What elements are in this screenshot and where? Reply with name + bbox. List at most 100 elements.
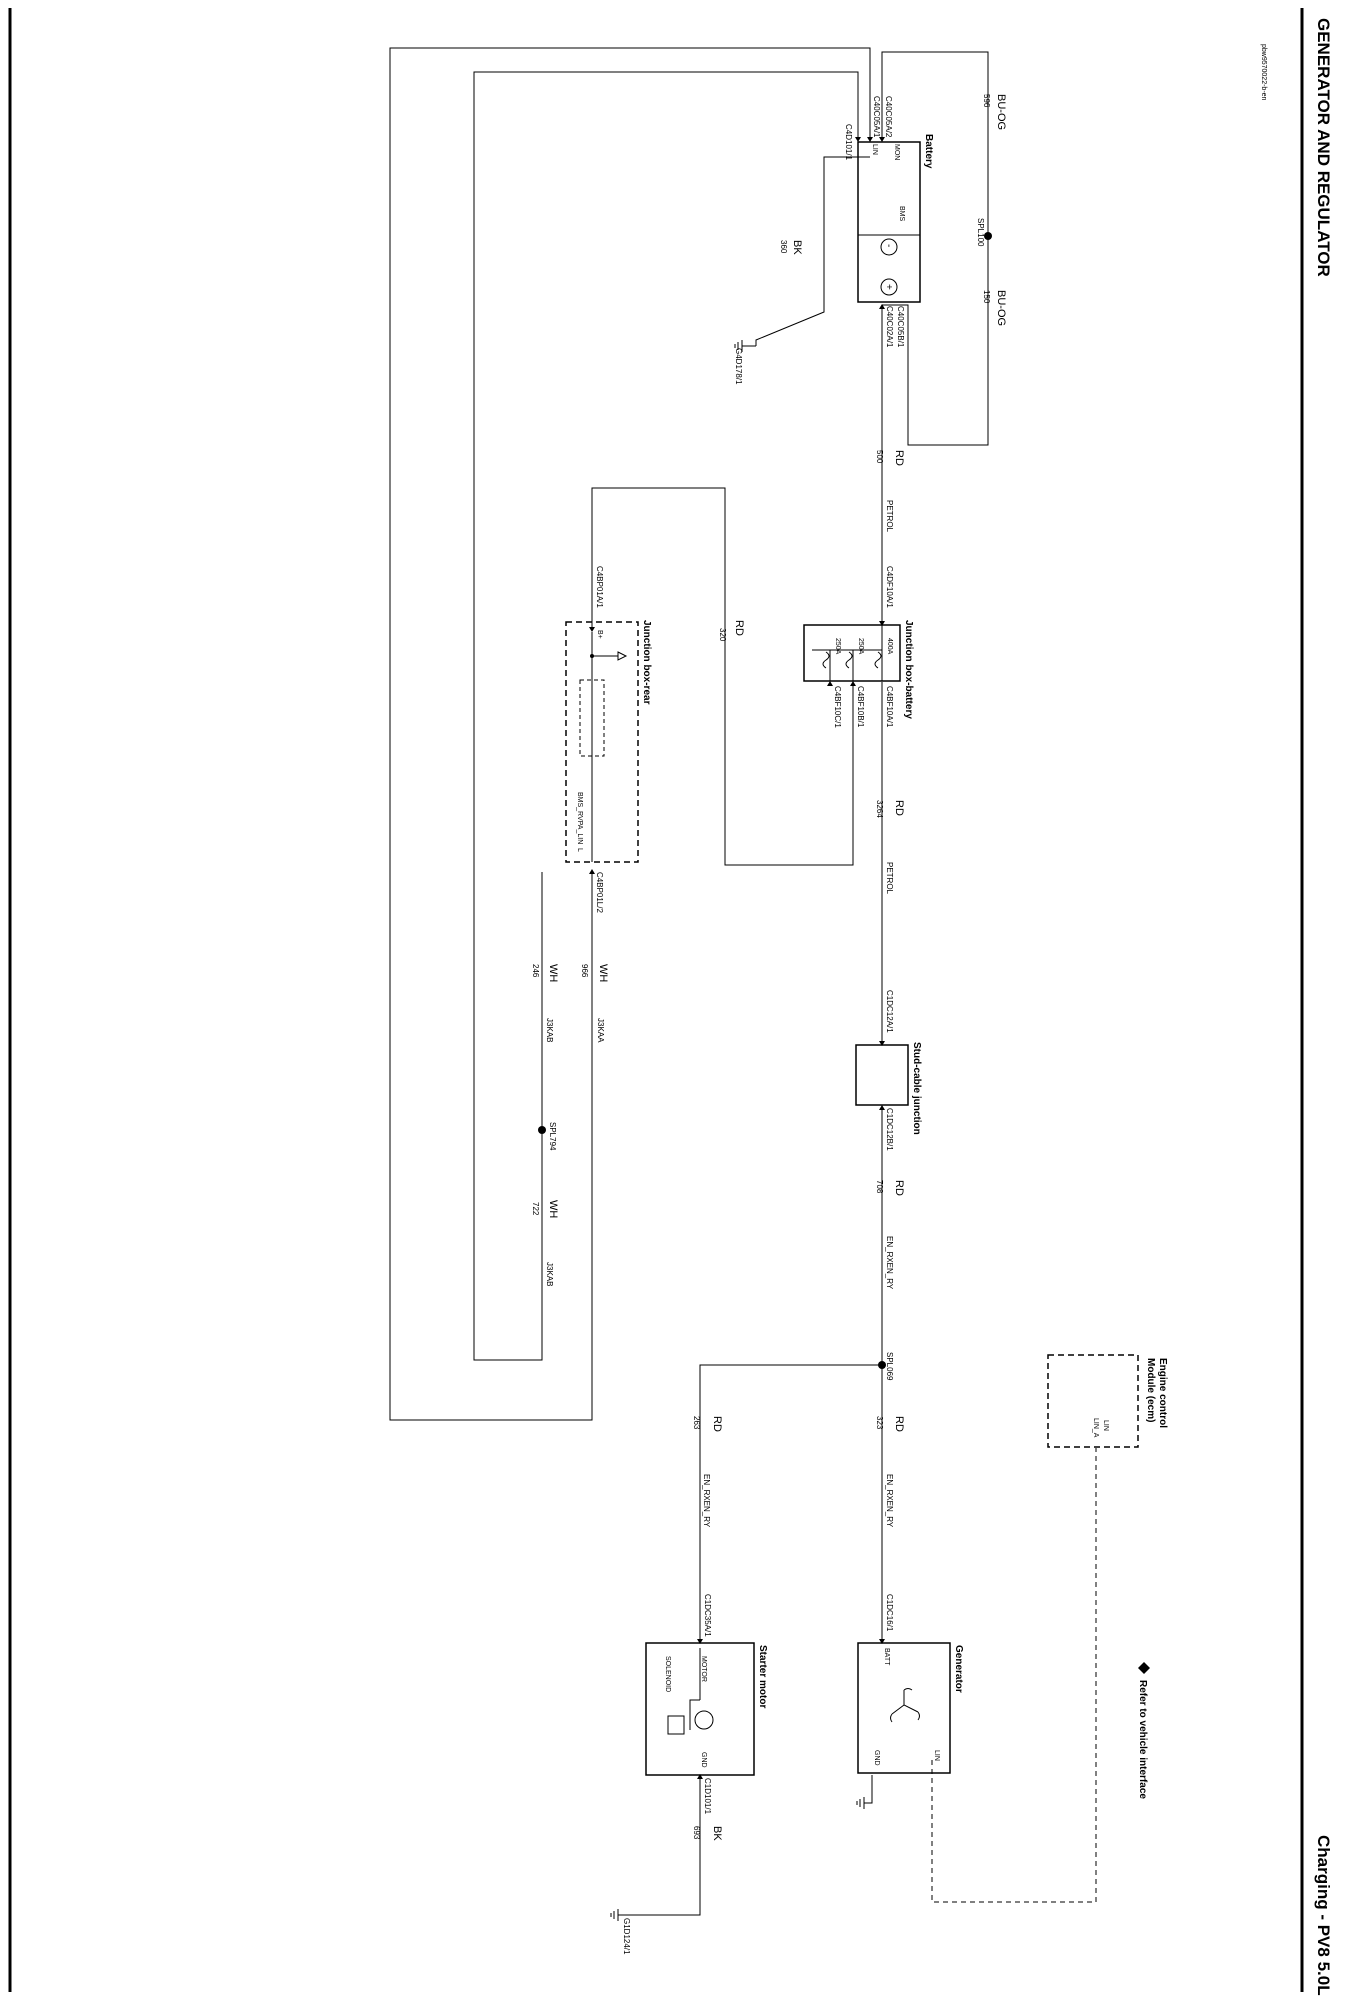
ground-symbol-g1d124 bbox=[610, 1909, 619, 1921]
label-spl794: SPL794 bbox=[548, 1122, 557, 1151]
label-c40c02a1: C40C02A/1 bbox=[885, 306, 894, 348]
label-c4bp01a1: C4BP01A/1 bbox=[595, 566, 604, 608]
wire-320-color: RD bbox=[733, 620, 745, 636]
wire-3264-circuit: 3264 bbox=[875, 800, 884, 818]
label-c4bp01l2: C4BP01L/2 bbox=[595, 872, 604, 913]
label-c1dc12a1: C1DC12A/1 bbox=[885, 990, 894, 1033]
battery-pin-lin: LIN bbox=[871, 144, 878, 155]
wire-708-color: RD bbox=[893, 1180, 905, 1196]
wire-320-circuit: 320 bbox=[718, 628, 727, 642]
wire-966-harness: J3KAA bbox=[596, 1018, 605, 1043]
ground-symbol-generator bbox=[856, 1797, 865, 1809]
diamond-icon bbox=[1138, 1662, 1150, 1674]
jb-battery-title: Junction box-battery bbox=[903, 620, 914, 719]
wire-596-color: BU-OG bbox=[995, 94, 1007, 130]
starter-pin-gnd: GND bbox=[700, 1752, 707, 1768]
wire-263-spec: EN_RXEN_RY bbox=[702, 1474, 711, 1528]
splice-spl069 bbox=[878, 1361, 886, 1369]
wire-708-circuit: 708 bbox=[875, 1180, 884, 1194]
section-title: Charging - PV8 5.0L bbox=[1314, 1835, 1333, 1996]
battery-box: Battery MON LIN BMS - + bbox=[857, 134, 934, 303]
wire-323-circuit: 323 bbox=[875, 1416, 884, 1430]
label-c4d101: C4D101/1 bbox=[844, 124, 853, 161]
battery-pos: + bbox=[883, 284, 894, 290]
wire-labels: BU-OG 596 BU-OG 150 BK 360 RD 500 PETROL… bbox=[531, 94, 1007, 1841]
wire-263-circuit: 263 bbox=[692, 1416, 701, 1430]
wire-246-circuit: 246 bbox=[531, 964, 540, 978]
jb-rear-pin-l: L bbox=[576, 848, 583, 852]
fuse-250a-1: 250A bbox=[857, 638, 864, 655]
wire-323-spec: EN_RXEN_RY bbox=[885, 1474, 894, 1528]
wire-966-color: WH bbox=[597, 964, 609, 982]
label-spl069: SPL069 bbox=[885, 1352, 894, 1381]
wire-150-circuit: 150 bbox=[982, 290, 991, 304]
label-c40c05b1: C40C05B/1 bbox=[896, 306, 905, 348]
jb-rear-title: Junction box-rear bbox=[641, 620, 652, 705]
battery-neg: - bbox=[883, 244, 894, 247]
label-c4bf10c1: C4BF10C/1 bbox=[833, 686, 842, 728]
generator-pin-gnd: GND bbox=[873, 1750, 880, 1766]
stud-cable-junction: Stud-cable junction bbox=[855, 1042, 922, 1135]
label-c1dc12b1: C1DC12B/1 bbox=[885, 1108, 894, 1151]
legend: Refer to vehicle interface bbox=[1137, 1662, 1150, 1799]
ecm-title-2: Module (ecm) bbox=[1145, 1358, 1156, 1422]
wire-263-color: RD bbox=[711, 1416, 723, 1432]
label-c1dc35a: C1DC35A/1 bbox=[703, 1594, 712, 1637]
ecm-pin-lin: LIN bbox=[1102, 1420, 1109, 1431]
battery-pin-bms: BMS bbox=[898, 206, 905, 222]
splice-spl794 bbox=[538, 1126, 546, 1134]
connector-labels: C40C05A/2 C40C05A/1 C4D101/1 C40C05B/1 C… bbox=[548, 96, 985, 1955]
label-c4df10a1: C4DF10A/1 bbox=[885, 566, 894, 608]
generator-pin-batt: BATT bbox=[883, 1648, 890, 1666]
label-sp100: SPL100 bbox=[976, 218, 985, 247]
wire-500-color: RD bbox=[893, 450, 905, 466]
wire-323-color: RD bbox=[893, 1416, 905, 1432]
ecm-box: Engine control Module (ecm) LIN LIN_A bbox=[1047, 1354, 1168, 1448]
doc-reference: pbw9570022-b-en bbox=[1260, 44, 1267, 101]
wire-500-spec: PETROL bbox=[885, 500, 894, 533]
wire-3264-spec: PETROL bbox=[885, 862, 894, 895]
wire-693-circuit: 693 bbox=[692, 1826, 701, 1840]
wire-150-color: BU-OG bbox=[995, 290, 1007, 326]
battery-pin-mon: MON bbox=[893, 144, 900, 160]
wire-722-harness: J3KAB bbox=[545, 1262, 554, 1286]
starter-title: Starter motor bbox=[757, 1645, 768, 1708]
junction-box-battery: Junction box-battery 400A 250A 250A bbox=[803, 620, 914, 719]
wire-708-spec: EN_RXEN_RY bbox=[885, 1236, 894, 1290]
wire-722-color: WH bbox=[547, 1200, 559, 1218]
wires bbox=[389, 47, 989, 1916]
label-c40c05a2: C40C05A/2 bbox=[884, 96, 893, 138]
junction-box-rear: Junction box-rear B+ BMS_RVPA_LIN L bbox=[565, 620, 652, 863]
label-c40c05a1: C40C05A/1 bbox=[872, 96, 881, 138]
wire-246-harness: J3KAB bbox=[545, 1018, 554, 1042]
label-c4bf10b1: C4BF10B/1 bbox=[856, 686, 865, 728]
page-title: GENERATOR AND REGULATOR bbox=[1314, 18, 1333, 277]
stud-title: Stud-cable junction bbox=[911, 1042, 922, 1135]
starter-pin-motor: MOTOR bbox=[700, 1656, 707, 1682]
starter-pin-solenoid: SOLENOID bbox=[664, 1656, 671, 1692]
legend-text: Refer to vehicle interface bbox=[1137, 1680, 1148, 1799]
label-g4d178: G4D178/1 bbox=[734, 348, 743, 385]
generator-pin-lin: LIN bbox=[933, 1750, 940, 1761]
ecm-pin-lin-a: LIN_A bbox=[1092, 1418, 1099, 1438]
jb-rear-pin-bms: BMS_RVPA_LIN bbox=[576, 792, 583, 844]
jb-rear-pin-bplus: B+ bbox=[596, 630, 603, 639]
label-c4bf10a1: C4BF10A/1 bbox=[885, 686, 894, 728]
lin-bus-dashed bbox=[931, 1448, 1097, 1903]
splice-sp100 bbox=[984, 232, 992, 240]
label-g1d124: G1D124/1 bbox=[622, 1918, 631, 1955]
battery-title: Battery bbox=[923, 134, 934, 169]
fuse-250a-2: 250A bbox=[834, 638, 841, 655]
wire-360-circuit: 360 bbox=[779, 240, 788, 254]
label-c1dc16: C1DC16/1 bbox=[885, 1594, 894, 1632]
ecm-title-1: Engine control bbox=[1157, 1358, 1168, 1428]
fuse-400a: 400A bbox=[886, 638, 893, 655]
wire-3264-color: RD bbox=[893, 800, 905, 816]
wire-360-color: BK bbox=[791, 240, 803, 255]
wire-246-color: WH bbox=[547, 964, 559, 982]
generator-title: Generator bbox=[953, 1645, 964, 1693]
wire-722-circuit: 722 bbox=[531, 1202, 540, 1216]
ground-symbol-g4d178 bbox=[734, 340, 756, 352]
wire-966-circuit: 966 bbox=[580, 964, 589, 978]
